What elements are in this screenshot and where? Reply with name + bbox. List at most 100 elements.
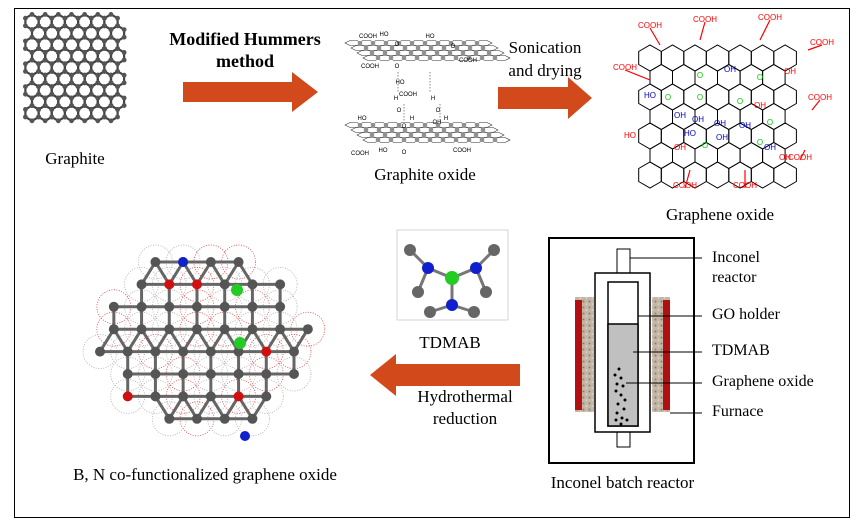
carbon-atom <box>205 346 216 357</box>
sheet-ring <box>414 137 433 143</box>
carbon-atom <box>36 91 41 97</box>
sheet-ring <box>427 55 446 61</box>
oxygen-atom <box>164 279 175 290</box>
carbon-atom <box>108 34 114 40</box>
epoxide-label: O <box>697 93 703 102</box>
carbon-atom <box>23 46 28 51</box>
go-particle <box>615 382 619 386</box>
carbon-atom <box>205 369 216 379</box>
carbon-atom <box>23 69 28 74</box>
graphite-lattice <box>23 12 127 124</box>
functional-group-label: HO <box>379 148 388 154</box>
sheet-ring <box>461 40 480 46</box>
carbon-atom <box>29 50 35 55</box>
sheet-ring <box>415 45 434 51</box>
graphene-ring <box>649 63 673 92</box>
sheet-ring <box>350 45 369 51</box>
carbon-atom <box>101 107 107 112</box>
functional-group-label: O <box>397 108 402 114</box>
graphene-ring <box>649 141 673 170</box>
sheet-ring <box>376 45 395 51</box>
hydroxyl-label: OH <box>692 115 704 124</box>
sheet-ring <box>357 40 376 46</box>
graphene-ring <box>773 83 797 111</box>
carbon-atom <box>88 38 94 44</box>
carbon-atom <box>108 57 114 63</box>
carbon-atom <box>23 23 28 29</box>
sheet-ring <box>421 50 440 56</box>
carbon-atom <box>23 84 28 89</box>
graphene-ring <box>638 122 662 150</box>
hydroxyl-label: OH <box>779 153 791 162</box>
carbon-atom <box>115 91 120 97</box>
functional-group-label: COOH <box>361 64 379 70</box>
carbon-atom <box>115 46 120 51</box>
sheet-ring <box>474 40 493 46</box>
sheet-ring <box>466 137 485 143</box>
carbon-atom <box>205 257 216 267</box>
sheet-ring <box>363 45 382 51</box>
carbon-atom <box>219 301 230 312</box>
carboxyl-label: COOH <box>673 181 697 190</box>
carbon-atom <box>42 72 48 78</box>
label-bn-graphene-oxide: B, N co-functionalized graphene oxide <box>73 465 337 484</box>
carbon-atom <box>55 118 61 124</box>
carbon-atom <box>88 46 94 51</box>
graphene-ring <box>773 122 797 150</box>
sheet-ring <box>383 122 402 128</box>
carbon-atom <box>95 27 101 32</box>
carbon-atom <box>88 61 94 67</box>
sheet-ring <box>486 132 505 138</box>
carbon-atom <box>101 38 107 44</box>
figure-frame <box>14 8 850 518</box>
sheet-ring <box>479 137 498 143</box>
label-furnace: Furnace <box>712 403 764 420</box>
carbon-atom <box>42 118 48 124</box>
sheet-ring <box>453 55 472 61</box>
carbon-atom <box>275 301 286 312</box>
carbon-atom <box>88 69 94 74</box>
carbon-atom <box>75 15 81 21</box>
carbon-atom <box>101 46 107 51</box>
methyl-carbon <box>424 306 436 318</box>
oxygen-atom <box>191 279 202 290</box>
carbon-atom <box>29 34 35 40</box>
sheet-ring <box>401 137 420 143</box>
label-reactor: reactor <box>712 269 757 286</box>
carbon-atom <box>49 61 55 67</box>
carbon-atom <box>75 91 81 97</box>
graphene-ring <box>717 141 741 170</box>
tdmab-liquid <box>607 323 639 427</box>
sheet-ring <box>388 137 407 143</box>
label-hydrothermal-1: Hydrothermal <box>417 387 513 406</box>
carbon-atom <box>288 369 299 379</box>
carbon-atom <box>49 46 55 51</box>
sheet-ring <box>448 122 467 128</box>
sheet-ring <box>434 132 453 138</box>
hydroxyl-label: OH <box>674 143 686 152</box>
functional-group-label: O <box>451 44 456 50</box>
carbon-atom <box>164 301 175 312</box>
carbon-atom <box>69 34 74 40</box>
carbon-atom <box>49 23 55 29</box>
carbon-atom <box>233 346 244 357</box>
carbon-atom <box>42 103 48 108</box>
functional-group-label: HO <box>358 116 367 122</box>
sheet-ring <box>363 127 382 133</box>
carbon-atom <box>247 301 258 312</box>
carboxyl-label: COOH <box>638 21 662 30</box>
carbon-atom <box>219 324 230 335</box>
functional-group-label: HO <box>426 34 435 40</box>
hydroxyl-label: OH <box>784 67 796 76</box>
methyl-carbon <box>488 244 500 256</box>
methyl-carbon <box>412 286 424 298</box>
carbon-atom <box>288 346 299 357</box>
carbon-atom <box>95 346 105 357</box>
sheet-ring <box>428 127 447 133</box>
sheet-ring <box>362 137 381 143</box>
carbon-atom <box>101 23 107 29</box>
carbon-atom <box>115 61 120 67</box>
sheet-ring <box>460 50 479 56</box>
sheet-ring <box>344 122 363 128</box>
